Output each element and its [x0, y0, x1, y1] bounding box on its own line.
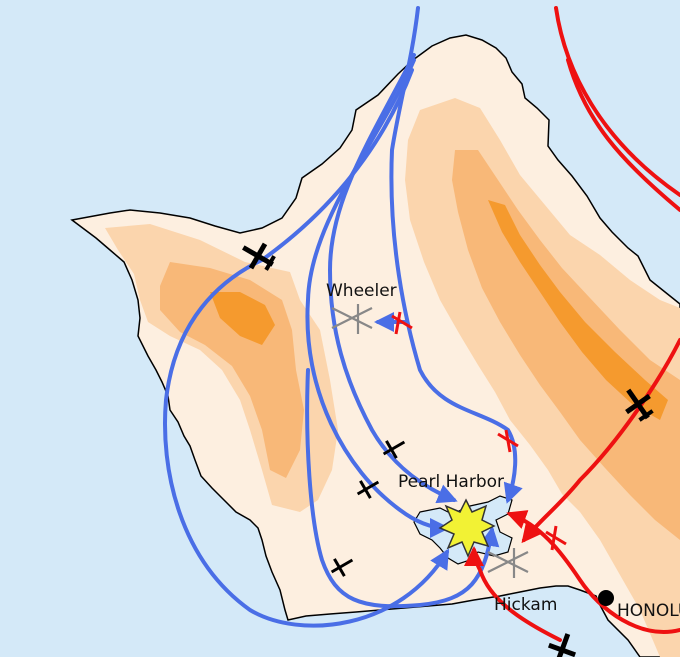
city-dot-icon	[598, 590, 614, 606]
label-wheeler: Wheeler	[326, 281, 397, 301]
intercept-marks	[391, 311, 567, 551]
relief-koolau	[405, 98, 680, 657]
label-honolulu: HONOLULU	[617, 601, 680, 621]
first-wave-routes	[163, 6, 523, 628]
explosion-icon	[438, 498, 496, 558]
label-pearl-harbor: Pearl Harbor	[398, 472, 504, 492]
label-hickam: Hickam	[494, 595, 557, 615]
second-wave-routes	[464, 6, 680, 642]
